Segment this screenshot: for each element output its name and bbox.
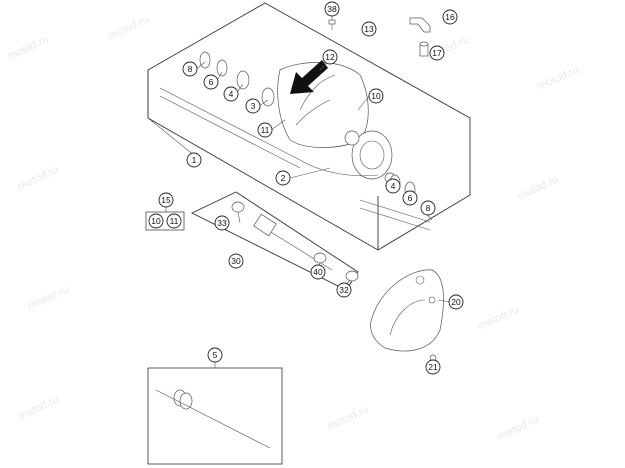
svg-text:30: 30 bbox=[231, 256, 241, 266]
callout-32: 32 bbox=[336, 282, 352, 298]
svg-text:40: 40 bbox=[313, 267, 323, 277]
kit-5-box bbox=[147, 367, 283, 465]
watermark-text: motod.ru bbox=[496, 413, 540, 442]
callout-40: 40 bbox=[310, 264, 326, 280]
watermark-text: motod.ru bbox=[6, 33, 50, 62]
group-15-box bbox=[145, 211, 185, 231]
svg-text:16: 16 bbox=[445, 12, 455, 22]
svg-text:12: 12 bbox=[325, 52, 335, 62]
svg-text:8: 8 bbox=[188, 64, 193, 74]
svg-text:5: 5 bbox=[213, 350, 218, 360]
callout-11: 11 bbox=[257, 122, 273, 138]
axle-assembly-box bbox=[190, 191, 359, 291]
arrow-down-left-icon bbox=[290, 60, 328, 94]
svg-text:11: 11 bbox=[170, 216, 179, 226]
watermark-text: motod.ru bbox=[536, 63, 580, 92]
svg-text:6: 6 bbox=[408, 193, 413, 203]
svg-text:10: 10 bbox=[371, 91, 381, 101]
callout-15: 15 bbox=[158, 192, 174, 208]
callout-4: 4 bbox=[385, 178, 401, 194]
callout-10: 10 bbox=[368, 88, 384, 104]
callout-6: 6 bbox=[402, 190, 418, 206]
watermark-text: motod.ru bbox=[26, 283, 70, 312]
side-cover-part bbox=[370, 269, 444, 352]
top-small-parts bbox=[328, 16, 431, 57]
watermark-text: motod.ru bbox=[106, 13, 150, 42]
callout-12: 12 bbox=[322, 49, 338, 65]
svg-text:10: 10 bbox=[151, 216, 161, 226]
callout-13: 13 bbox=[361, 21, 377, 37]
callout-33: 33 bbox=[214, 215, 230, 231]
svg-text:13: 13 bbox=[364, 24, 374, 34]
callout-17: 17 bbox=[429, 45, 445, 61]
watermark-text: motod.ru bbox=[516, 173, 560, 202]
callout-21: 21 bbox=[425, 359, 441, 375]
svg-text:21: 21 bbox=[428, 362, 438, 372]
callout-4: 4 bbox=[223, 86, 239, 102]
watermark-text: motod.ru bbox=[326, 403, 370, 432]
svg-text:32: 32 bbox=[339, 285, 349, 295]
callout-5: 5 bbox=[207, 347, 223, 363]
callout-3: 3 bbox=[245, 98, 261, 114]
svg-text:4: 4 bbox=[391, 181, 396, 191]
callout-10: 10 bbox=[148, 213, 164, 229]
callout-8: 8 bbox=[420, 200, 436, 216]
callout-6: 6 bbox=[203, 74, 219, 90]
callout-16: 16 bbox=[442, 9, 458, 25]
watermark-text: motod.ru bbox=[16, 163, 60, 192]
svg-text:20: 20 bbox=[451, 297, 461, 307]
svg-text:6: 6 bbox=[209, 77, 214, 87]
left-bearings bbox=[159, 51, 301, 169]
callout-20: 20 bbox=[448, 294, 464, 310]
callout-1: 1 bbox=[186, 152, 202, 168]
svg-text:17: 17 bbox=[432, 48, 442, 58]
callout-11: 11 bbox=[166, 213, 182, 229]
svg-text:4: 4 bbox=[229, 89, 234, 99]
svg-text:11: 11 bbox=[261, 125, 270, 135]
watermark-text: motod.ru bbox=[16, 393, 60, 422]
svg-text:3: 3 bbox=[251, 101, 256, 111]
callout-8: 8 bbox=[182, 61, 198, 77]
watermark-text: motod.ru bbox=[476, 303, 520, 332]
callout-38: 38 bbox=[324, 1, 340, 17]
svg-text:38: 38 bbox=[327, 4, 337, 14]
svg-text:8: 8 bbox=[426, 203, 431, 213]
svg-text:1: 1 bbox=[192, 155, 197, 165]
callout-2: 2 bbox=[275, 170, 291, 186]
callout-30: 30 bbox=[228, 253, 244, 269]
svg-text:15: 15 bbox=[161, 195, 171, 205]
svg-text:33: 33 bbox=[217, 218, 227, 228]
svg-text:2: 2 bbox=[281, 173, 286, 183]
